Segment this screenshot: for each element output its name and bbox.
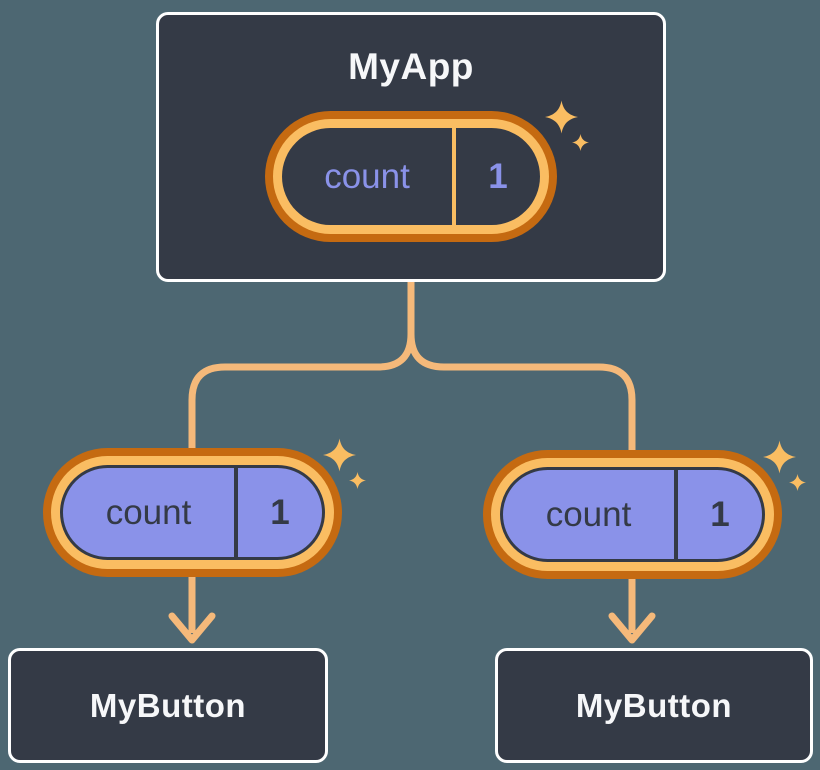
prop-value: 1 [270, 492, 290, 532]
node-mybutton-right: MyButton [495, 648, 813, 763]
state-pill-body: count 1 [282, 128, 540, 225]
prop-key: count [545, 494, 632, 534]
node-myapp: MyApp count 1 [156, 12, 666, 282]
sparkle-icon [572, 134, 589, 151]
pill-divider [452, 128, 456, 225]
sparkle-icon [545, 100, 578, 134]
state-key: count [324, 156, 410, 196]
prop-pill-left: count 1 [43, 438, 366, 577]
prop-pill-body: count 1 [500, 467, 765, 562]
prop-pill-inner-ring: count 1 [491, 458, 774, 571]
node-mybutton-left: MyButton [8, 648, 328, 763]
sparkle-icon [349, 472, 366, 489]
prop-key: count [105, 492, 192, 532]
state-value: 1 [488, 156, 508, 196]
state-pill-inner-ring: count 1 [273, 119, 549, 234]
prop-value: 1 [710, 494, 730, 534]
mybutton-label: MyButton [575, 686, 733, 724]
state-pill-myapp: count 1 [265, 100, 589, 242]
state-pill-outer-ring: count 1 [265, 111, 557, 242]
arrow-down-right-icon [608, 612, 656, 644]
mybutton-label: MyButton [89, 686, 247, 724]
prop-pill-body: count 1 [60, 465, 325, 560]
prop-pill-outer-ring: count 1 [43, 448, 342, 577]
prop-pill-outer-ring: count 1 [483, 450, 782, 579]
myapp-label: MyApp [348, 46, 474, 87]
sparkle-icon [763, 440, 796, 474]
prop-pill-right: count 1 [483, 440, 806, 579]
sparkle-icon [789, 474, 806, 491]
sparkle-icon [323, 438, 356, 472]
prop-pill-inner-ring: count 1 [51, 456, 334, 569]
pill-divider [674, 470, 678, 559]
arrow-down-left-icon [168, 612, 216, 644]
